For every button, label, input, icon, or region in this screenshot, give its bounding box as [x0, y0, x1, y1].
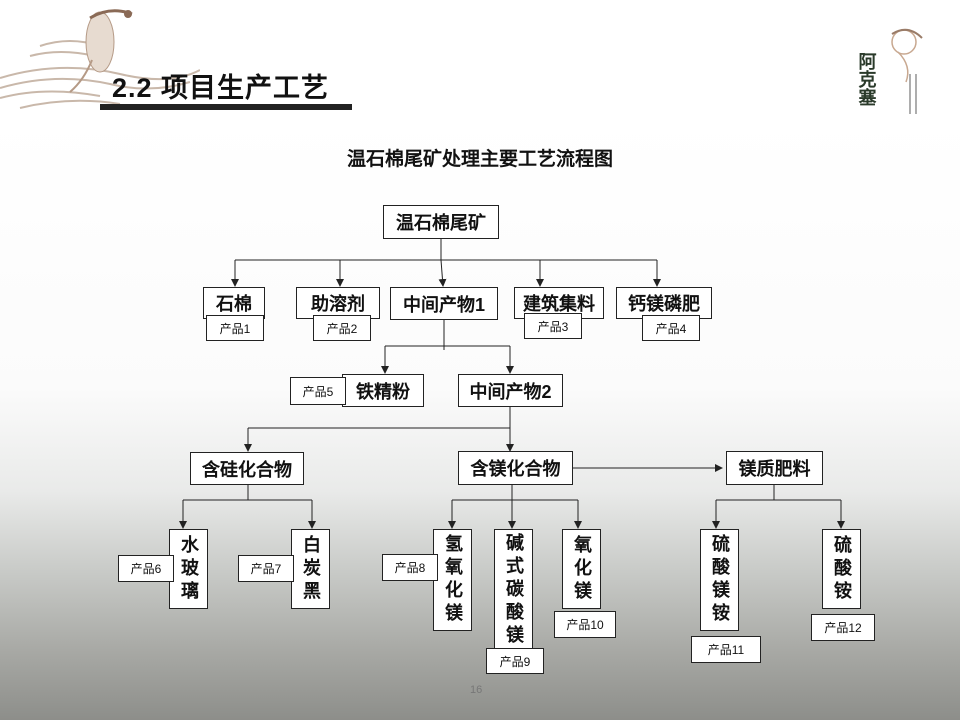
crane-figure-icon [69, 9, 133, 93]
node-basic-magnesium-carbonate: 碱式碳酸镁 [494, 529, 533, 651]
vertical-node-label: 白炭黑 [301, 534, 321, 604]
slide-heading: 2.2 项目生产工艺 [112, 73, 330, 103]
product-tag-7: 产品7 [238, 555, 294, 582]
node-magnesium-fertilizer: 镁质肥料 [726, 451, 823, 485]
node-intermediate-1: 中间产物1 [390, 287, 498, 320]
decorative-cloud-lines [0, 9, 200, 109]
vertical-node-label: 硫酸镁铵 [710, 534, 730, 626]
vertical-node-label: 碱式碳酸镁 [504, 532, 524, 648]
slide-header [0, 0, 960, 118]
node-water-glass: 水玻璃 [169, 529, 208, 609]
node-iron-concentrate: 铁精粉 [342, 374, 424, 407]
node-white-carbon-black: 白炭黑 [291, 529, 330, 609]
node-flux: 助溶剂 [296, 287, 380, 319]
diagram-title: 温石棉尾矿处理主要工艺流程图 [346, 149, 613, 170]
product-tag-6: 产品6 [118, 555, 174, 582]
node-ammonium-sulfate: 硫酸铵 [822, 529, 861, 609]
product-tag-2: 产品2 [313, 315, 371, 341]
node-asbestos: 石棉 [203, 287, 265, 319]
product-tag-8: 产品8 [382, 554, 438, 581]
node-magnesium-compounds: 含镁化合物 [458, 451, 573, 485]
node-calcium-magnesium-phosphate-fertilizer: 钙镁磷肥 [616, 287, 712, 319]
page-number: 16 [470, 684, 483, 696]
node-magnesium-ammonium-sulfate: 硫酸镁铵 [700, 529, 739, 631]
node-magnesium-oxide: 氧化镁 [562, 529, 601, 609]
product-tag-10: 产品10 [554, 611, 616, 638]
heading-underline [100, 104, 352, 110]
vertical-node-label: 氧化镁 [572, 534, 592, 604]
a-ke-sai-logo-icon: 阿克塞 [856, 28, 923, 114]
node-intermediate-2: 中间产物2 [458, 374, 563, 407]
product-tag-4: 产品4 [642, 315, 700, 341]
vertical-node-label: 氢氧化镁 [443, 534, 463, 626]
product-tag-9: 产品9 [486, 648, 544, 674]
logo-text: 阿克塞 [856, 52, 877, 106]
product-tag-11: 产品11 [691, 636, 761, 663]
node-silicon-compounds: 含硅化合物 [190, 452, 304, 485]
vertical-node-label: 水玻璃 [179, 534, 199, 604]
product-tag-5: 产品5 [290, 377, 346, 405]
node-root-tailings: 温石棉尾矿 [383, 205, 499, 239]
product-tag-3: 产品3 [524, 313, 582, 339]
product-tag-1: 产品1 [206, 315, 264, 341]
vertical-node-label: 硫酸铵 [832, 534, 852, 604]
node-magnesium-hydroxide: 氢氧化镁 [433, 529, 472, 631]
product-tag-12: 产品12 [811, 614, 875, 641]
